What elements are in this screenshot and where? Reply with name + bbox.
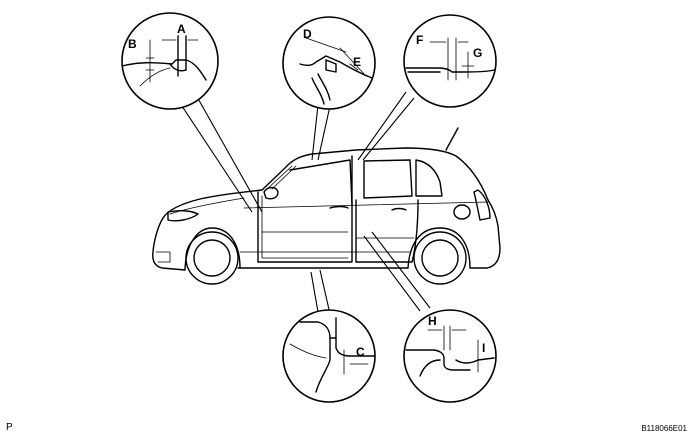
label-d: D: [303, 27, 312, 41]
label-g: G: [473, 46, 482, 60]
footer-code: P: [6, 422, 13, 433]
detail-circle-c: [282, 309, 376, 403]
detail-circle-ab: [121, 12, 219, 110]
label-i: I: [482, 341, 485, 355]
car-illustration: [152, 127, 501, 285]
label-b: B: [128, 37, 137, 51]
detail-circle-de: [282, 16, 376, 110]
figure-id: B118066E01: [641, 424, 687, 433]
label-f: F: [416, 33, 423, 47]
label-h: H: [428, 314, 437, 328]
label-e: E: [353, 55, 361, 69]
label-a: A: [177, 22, 186, 36]
label-c: C: [356, 345, 365, 359]
detail-circle-hi: [403, 309, 497, 403]
detail-circle-fg: [403, 14, 497, 108]
